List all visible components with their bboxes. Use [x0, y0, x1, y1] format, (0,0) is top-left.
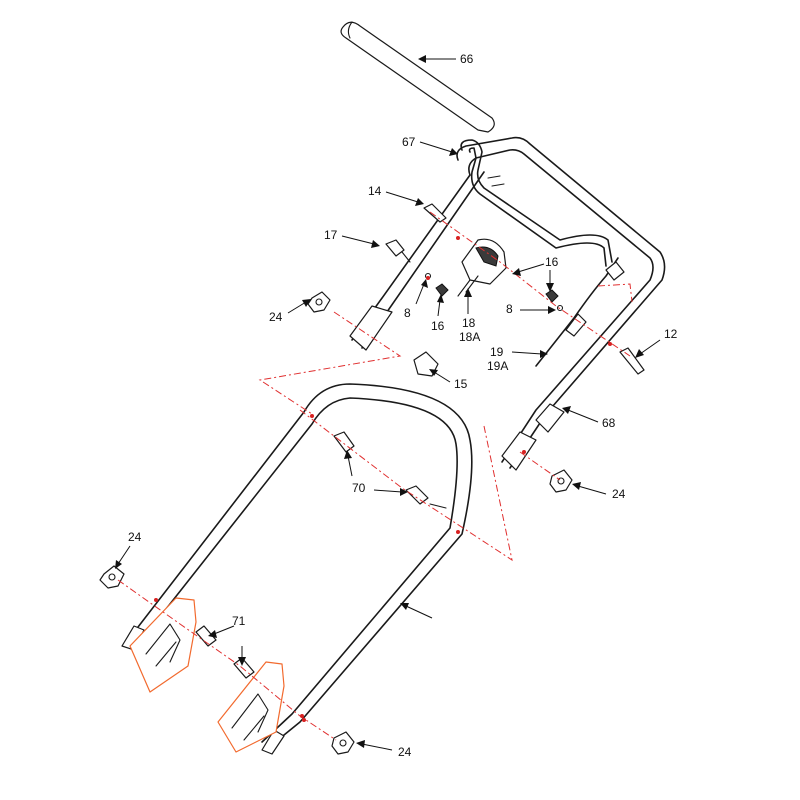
leader-24-bottom: [356, 740, 393, 751]
callout-24-lower-left: 24: [128, 530, 142, 544]
leader-15: [429, 369, 451, 383]
leader-17: [341, 235, 380, 248]
callout-16-left: 16: [431, 319, 445, 333]
nut-16-right: [545, 289, 559, 303]
leader-16-right-b: [546, 270, 554, 292]
throttle-lever-18: [457, 238, 507, 297]
leader-67: [419, 141, 458, 156]
callout-8-right: 8: [506, 302, 513, 316]
leader-16-left: [437, 294, 444, 317]
callout-70: 70: [352, 481, 366, 495]
assembly-centerlines: [117, 211, 633, 741]
knob-24-upper-left: [307, 291, 331, 313]
leader-24-upper-left: [287, 299, 311, 314]
callout-67: 67: [402, 135, 416, 149]
callout-68: 68: [602, 416, 616, 430]
leader-8-right: [520, 306, 556, 314]
bolt-12: [619, 347, 645, 375]
nut-16-left: [435, 283, 449, 297]
leader-71: [208, 625, 235, 638]
control-bail-67: [460, 139, 613, 267]
callout-66: 66: [460, 52, 474, 66]
callout-16-right: 16: [545, 255, 559, 269]
leader-8-left: [415, 279, 428, 305]
callout-18: 18: [462, 316, 476, 330]
knob-24-lower-left: [99, 565, 125, 589]
callout-71: 71: [232, 614, 246, 628]
bolt-14: [423, 203, 447, 223]
callout-17: 17: [324, 228, 338, 242]
callout-19A: 19A: [487, 359, 508, 373]
grip-foam-66: [340, 21, 495, 133]
bracket-71-lower: [217, 661, 285, 753]
leader-lower-handle: [400, 603, 433, 619]
leader-71-lower: [238, 646, 246, 666]
callout-12: 12: [664, 327, 678, 341]
upper-handle-68: [349, 136, 666, 471]
bolt-17: [385, 239, 411, 263]
leader-70-a: [344, 450, 353, 477]
leader-12: [635, 339, 661, 358]
callout-14: 14: [368, 184, 382, 198]
mounting-holes: [154, 236, 612, 722]
callout-19: 19: [490, 345, 504, 359]
callout-18A: 18A: [459, 330, 480, 344]
leader-14: [385, 191, 424, 206]
leader-66: [418, 55, 456, 63]
knob-24-right: [549, 469, 573, 493]
callout-24-upper-left: 24: [269, 310, 283, 324]
callout-24-right: 24: [612, 487, 626, 501]
leader-70-b: [373, 488, 408, 496]
bracket-71-upper: [129, 597, 197, 693]
leader-24-right: [572, 482, 607, 495]
callout-15: 15: [454, 377, 468, 391]
cable-19: [535, 257, 625, 367]
callout-24-bottom: 24: [398, 745, 412, 759]
leader-68: [562, 406, 599, 423]
leader-16-right-a: [512, 263, 545, 276]
washer-8-right: [556, 304, 564, 312]
lower-handle: [121, 383, 473, 755]
leader-24-lower-left: [115, 545, 131, 569]
leader-19: [511, 350, 548, 358]
bolt-70: [405, 485, 429, 505]
knob-24-bottom: [331, 731, 355, 755]
leader-18: [464, 288, 472, 314]
callout-8-left: 8: [404, 306, 411, 320]
